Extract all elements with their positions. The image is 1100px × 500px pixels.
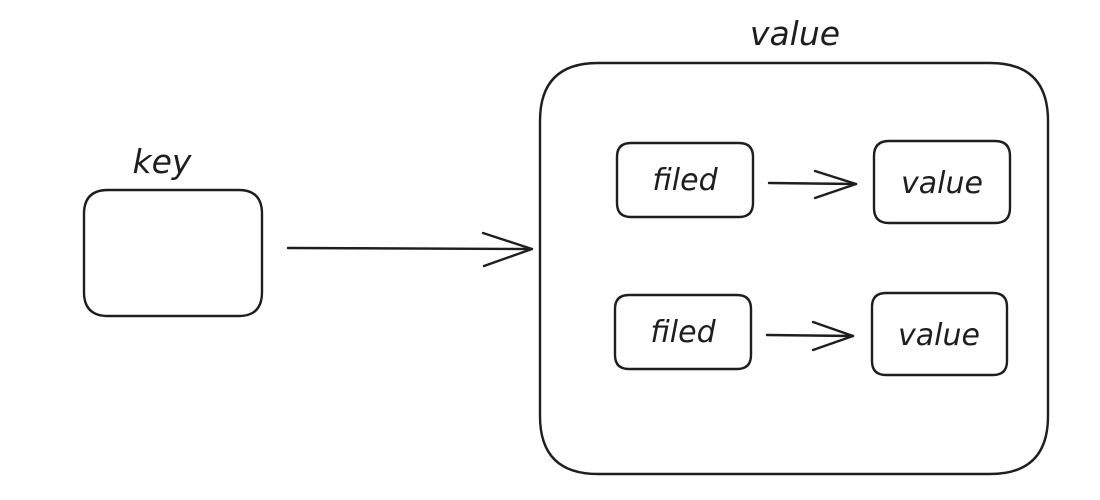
key-to-value-arrow <box>286 231 534 268</box>
value-box <box>872 139 1012 225</box>
key-to-value-arrow-head <box>481 231 534 268</box>
entry-row: filed value <box>615 139 1012 225</box>
field-label: filed <box>650 315 716 350</box>
entry-row: filed value <box>613 291 1009 377</box>
value-container-label: value <box>750 14 840 53</box>
field-to-value-arrow-head <box>811 320 855 352</box>
field-box <box>613 293 753 371</box>
value-label: value <box>901 166 983 201</box>
key-to-value-arrow-line <box>286 246 534 251</box>
field-box <box>615 141 755 219</box>
field-to-value-arrow-line <box>767 181 858 186</box>
key-box <box>82 188 264 318</box>
value-label: value <box>898 318 980 353</box>
value-container-box <box>538 61 1050 476</box>
field-label: filed <box>652 163 718 198</box>
field-to-value-arrow-line <box>765 333 855 338</box>
key-label: key <box>133 142 192 181</box>
field-to-value-arrow-head <box>813 169 858 200</box>
value-box <box>870 291 1009 377</box>
